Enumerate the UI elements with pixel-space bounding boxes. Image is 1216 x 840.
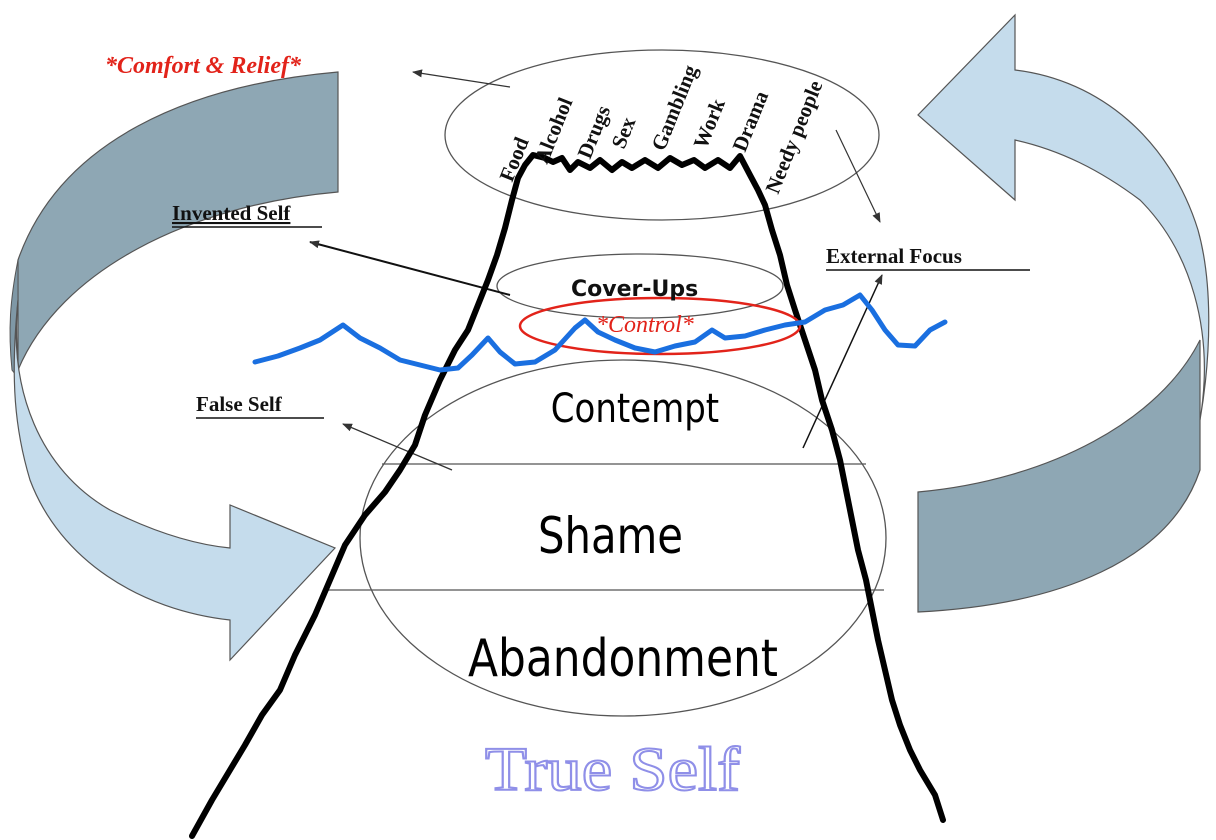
invented-self-label: Invented Self bbox=[172, 201, 291, 225]
false-self-label: False Self bbox=[196, 392, 283, 416]
addiction-item: Drama bbox=[727, 87, 773, 155]
true-self-label: True Self bbox=[485, 736, 740, 804]
addiction-item: Needy people bbox=[760, 77, 827, 197]
right-arrow-top-band bbox=[917, 13, 1210, 421]
right-cycle-arrow bbox=[917, 13, 1210, 613]
left-cycle-arrow bbox=[9, 71, 339, 662]
cover-ups-label: Cover-Ups bbox=[571, 277, 698, 302]
arrow-to-false-self bbox=[342, 423, 453, 471]
control-ellipse bbox=[518, 296, 802, 356]
contempt-label: Contempt bbox=[551, 385, 719, 431]
abandonment-label: Abandonment bbox=[468, 629, 778, 689]
waterline bbox=[252, 292, 948, 373]
addictions-ellipse bbox=[444, 49, 880, 221]
addiction-item: Drugs bbox=[572, 102, 615, 162]
left-arrow-bottom-band bbox=[13, 299, 337, 662]
core-ellipse bbox=[359, 359, 887, 717]
external-focus-label: External Focus bbox=[826, 244, 962, 268]
cover-ups-ellipse bbox=[496, 253, 784, 319]
addiction-item: Work bbox=[688, 95, 730, 152]
arrow-to-comfort-relief bbox=[412, 69, 511, 88]
arrow-to-external-focus-top bbox=[835, 129, 881, 223]
comfort-relief-label: *Comfort & Relief* bbox=[105, 53, 302, 79]
control-label: *Control* bbox=[596, 312, 694, 338]
mountain-outline bbox=[189, 152, 946, 839]
shame-label: Shame bbox=[538, 507, 683, 565]
arrow-to-invented-self bbox=[309, 240, 511, 296]
right-arrow-bottom-band bbox=[917, 339, 1201, 613]
addiction-item: Alcohol bbox=[529, 94, 577, 167]
